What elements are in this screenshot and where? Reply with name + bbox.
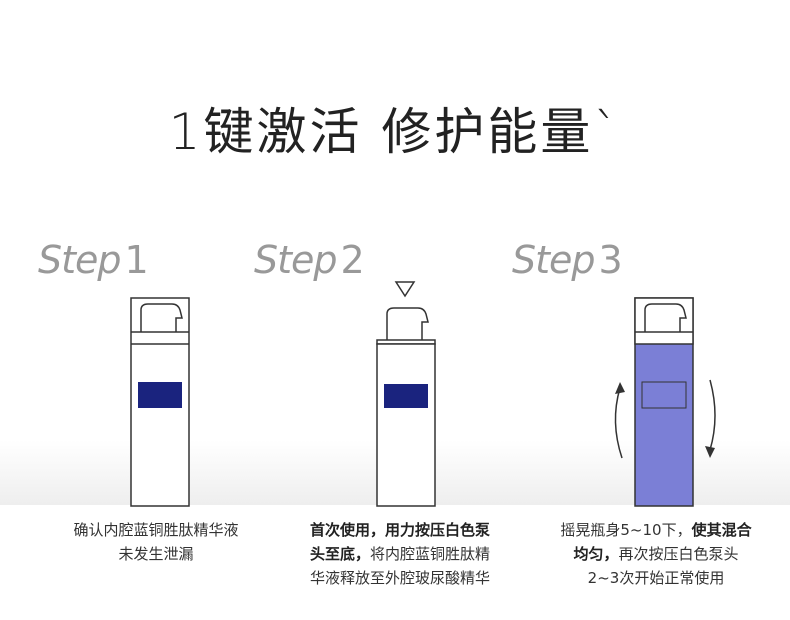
step-2-caption-line: 首次使用，用力按压白色泵 — [280, 518, 520, 542]
caption-text: 2~3次开始正常使用 — [587, 569, 725, 587]
bottle-step-1-illustration — [130, 297, 190, 507]
step-1-caption-line: 确认内腔蓝铜胜肽精华液 — [36, 518, 276, 542]
step-2-word: Step — [254, 238, 338, 282]
step-3-caption-line: 均匀，再次按压白色泵头 — [536, 542, 776, 566]
step-2-caption-line: 头至底，将内腔蓝铜胜肽精 — [280, 542, 520, 566]
step-1-word: Step — [38, 238, 122, 282]
caption-text: 确认内腔蓝铜胜肽精华液 — [73, 521, 239, 539]
step-3-caption-line: 2~3次开始正常使用 — [536, 566, 776, 590]
caption-emphasis: 首次使用，用力按压白色泵 — [309, 521, 490, 539]
bottle-2-inner-capsule — [384, 384, 428, 408]
pump-head-3 — [644, 303, 687, 332]
caption-emphasis: 使其混合 — [691, 521, 752, 539]
caption-text: 再次按压白色泵头 — [618, 545, 739, 563]
step-2-number: 2 — [340, 238, 365, 282]
caption-text: 摇晃瓶身5~10下， — [560, 521, 692, 539]
shake-left-arrow-icon — [614, 382, 625, 459]
bottle-step-3-illustration — [634, 297, 694, 507]
page-title: 1键激活 修护能量` — [168, 103, 622, 161]
press-down-arrow-icon — [394, 281, 416, 298]
bottle-1-inner-capsule — [138, 382, 182, 408]
shake-right-arrow-icon — [705, 379, 716, 458]
caption-text: 华液释放至外腔玻尿酸精华 — [309, 569, 490, 587]
step-3-number: 3 — [598, 238, 623, 282]
step-2-caption: 首次使用，用力按压白色泵 头至底，将内腔蓝铜胜肽精 华液释放至外腔玻尿酸精华 — [280, 518, 520, 590]
caption-emphasis: 均匀， — [573, 545, 619, 563]
step-3-caption: 摇晃瓶身5~10下，使其混合 均匀，再次按压白色泵头 2~3次开始正常使用 — [536, 518, 776, 590]
caption-text: 将内腔蓝铜胜肽精 — [370, 545, 491, 563]
step-1-caption: 确认内腔蓝铜胜肽精华液 未发生泄漏 — [36, 518, 276, 566]
bottle-2-body — [376, 343, 436, 507]
caption-emphasis: 头至底， — [309, 545, 370, 563]
step-1-caption-line: 未发生泄漏 — [36, 542, 276, 566]
bottle-3-inner-capsule — [641, 381, 687, 409]
step-3-word: Step — [512, 238, 596, 282]
step-1-number: 1 — [124, 238, 149, 282]
caption-text: 未发生泄漏 — [118, 545, 194, 563]
step-3-caption-line: 摇晃瓶身5~10下，使其混合 — [536, 518, 776, 542]
bottle-3-collar-area — [634, 297, 694, 345]
step-2-caption-line: 华液释放至外腔玻尿酸精华 — [280, 566, 520, 590]
pump-head-2 — [386, 307, 429, 340]
bottle-step-2-illustration — [376, 307, 436, 507]
pump-head-1 — [140, 303, 183, 332]
